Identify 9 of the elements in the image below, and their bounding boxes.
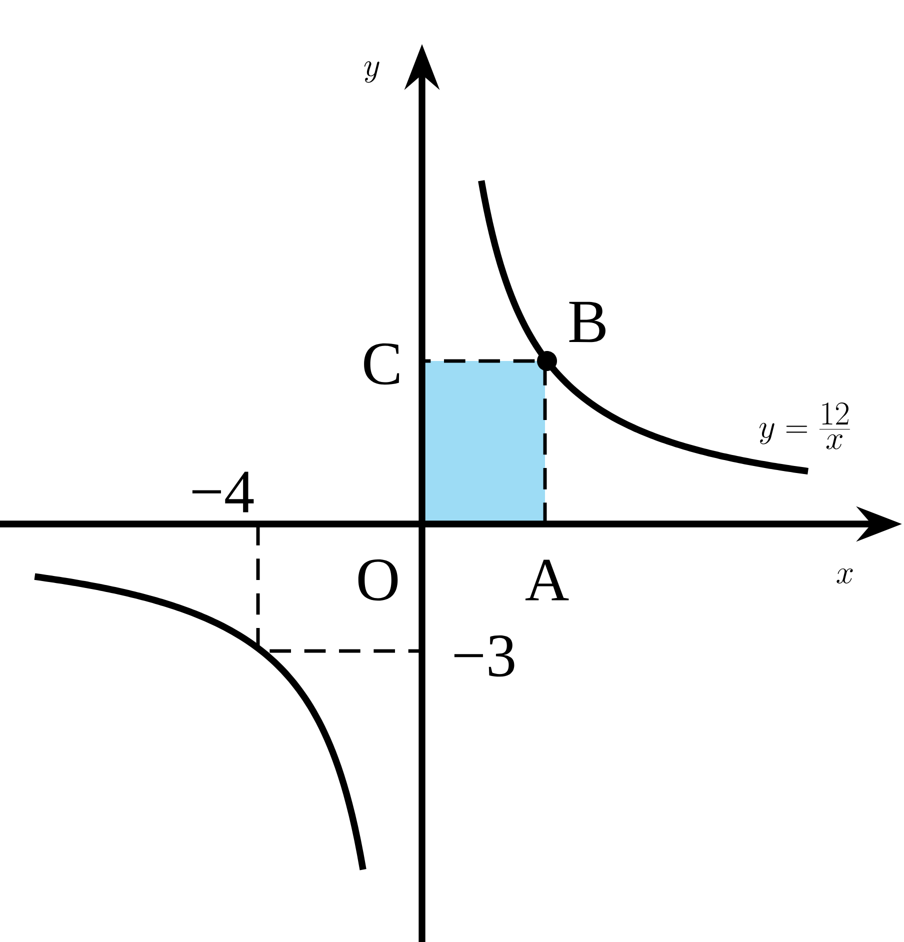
axis-label: −3 (454, 635, 514, 677)
axis-label: A (525, 560, 569, 600)
axis-label: $y$ (364, 61, 380, 83)
axis-label: C (364, 343, 400, 385)
axis-label: $x$ (836, 568, 853, 584)
axis-label: B (569, 302, 606, 342)
axis-label: −4 (192, 472, 254, 512)
axis-label: $y=\frac{12}{x}$ (759, 402, 850, 450)
axis-label: O (358, 559, 398, 601)
